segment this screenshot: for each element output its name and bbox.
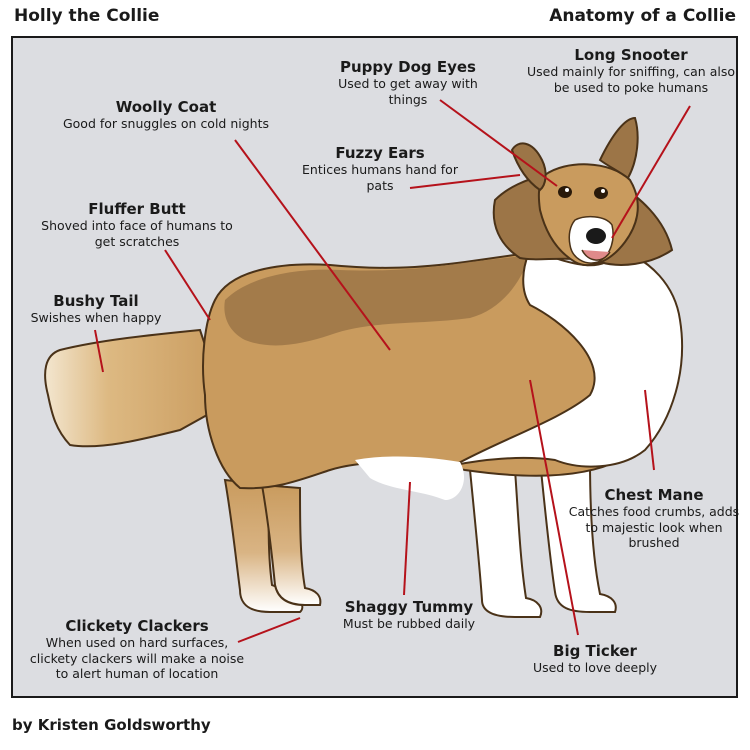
label-title: Woolly Coat bbox=[115, 98, 217, 116]
chest-mane-fur bbox=[454, 248, 684, 468]
label-desc: Entices humans hand for pats bbox=[302, 162, 458, 193]
mouth bbox=[581, 249, 611, 261]
pointer-clackers bbox=[237, 617, 301, 643]
label-desc: Catches food crumbs, adds to majestic lo… bbox=[568, 504, 740, 550]
label-desc: Good for snuggles on cold nights bbox=[62, 116, 270, 132]
label-desc: Used to get away with things bbox=[338, 76, 478, 107]
right-ear bbox=[598, 116, 639, 180]
label-big-ticker: Big Ticker Used to love deeply bbox=[510, 642, 680, 676]
label-title: Fluffer Butt bbox=[88, 200, 186, 218]
label-desc: Must be rubbed daily bbox=[342, 616, 476, 632]
label-title: Shaggy Tummy bbox=[344, 598, 474, 616]
tail bbox=[44, 328, 227, 448]
pointer-snooter bbox=[611, 105, 691, 239]
label-title: Big Ticker bbox=[553, 642, 637, 660]
label-fuzzy-ears: Fuzzy Ears Entices humans hand for pats bbox=[300, 144, 460, 193]
belly-fur bbox=[355, 456, 465, 500]
label-shaggy-tummy: Shaggy Tummy Must be rubbed daily bbox=[328, 598, 490, 632]
label-title: Puppy Dog Eyes bbox=[340, 58, 476, 76]
pointer-ears bbox=[409, 174, 521, 189]
label-clickety-clackers: Clickety Clackers When used on hard surf… bbox=[22, 617, 252, 681]
back-leg-left bbox=[223, 478, 304, 613]
pointer-tail bbox=[94, 329, 104, 373]
left-eye bbox=[558, 186, 572, 198]
label-chest-mane: Chest Mane Catches food crumbs, adds to … bbox=[568, 486, 740, 550]
back-leg-right bbox=[260, 483, 322, 606]
label-puppy-dog-eyes: Puppy Dog Eyes Used to get away with thi… bbox=[318, 58, 498, 107]
label-title: Bushy Tail bbox=[53, 292, 139, 310]
label-desc: Used mainly for sniffing, can also be us… bbox=[526, 64, 735, 95]
label-desc: Swishes when happy bbox=[30, 310, 162, 326]
pointer-eyes bbox=[439, 99, 558, 187]
pointer-chest bbox=[644, 389, 655, 471]
label-desc: Shoved into face of humans to get scratc… bbox=[41, 218, 233, 249]
label-desc: When used on hard surfaces, clickety cla… bbox=[29, 635, 245, 681]
pointer-ticker bbox=[529, 379, 579, 636]
label-bushy-tail: Bushy Tail Swishes when happy bbox=[16, 292, 176, 326]
label-title: Fuzzy Ears bbox=[335, 144, 425, 162]
front-leg-right bbox=[538, 459, 617, 613]
nose bbox=[586, 228, 606, 244]
right-title: Anatomy of a Collie bbox=[549, 6, 736, 26]
pointer-coat bbox=[234, 139, 391, 351]
label-title: Clickety Clackers bbox=[65, 617, 209, 635]
label-title: Long Snooter bbox=[574, 46, 688, 64]
right-eye bbox=[594, 187, 608, 199]
left-title: Holly the Collie bbox=[14, 6, 160, 26]
saddle bbox=[224, 255, 530, 346]
label-fluffer-butt: Fluffer Butt Shoved into face of humans … bbox=[32, 200, 242, 249]
pointer-tummy bbox=[403, 481, 411, 596]
label-long-snooter: Long Snooter Used mainly for sniffing, c… bbox=[520, 46, 742, 95]
label-woolly-coat: Woolly Coat Good for snuggles on cold ni… bbox=[48, 98, 284, 132]
label-title: Chest Mane bbox=[604, 486, 704, 504]
front-leg-left bbox=[468, 469, 543, 618]
pointer-butt bbox=[164, 249, 211, 321]
author-credit: by Kristen Goldsworthy bbox=[12, 716, 211, 734]
label-desc: Used to love deeply bbox=[532, 660, 658, 676]
